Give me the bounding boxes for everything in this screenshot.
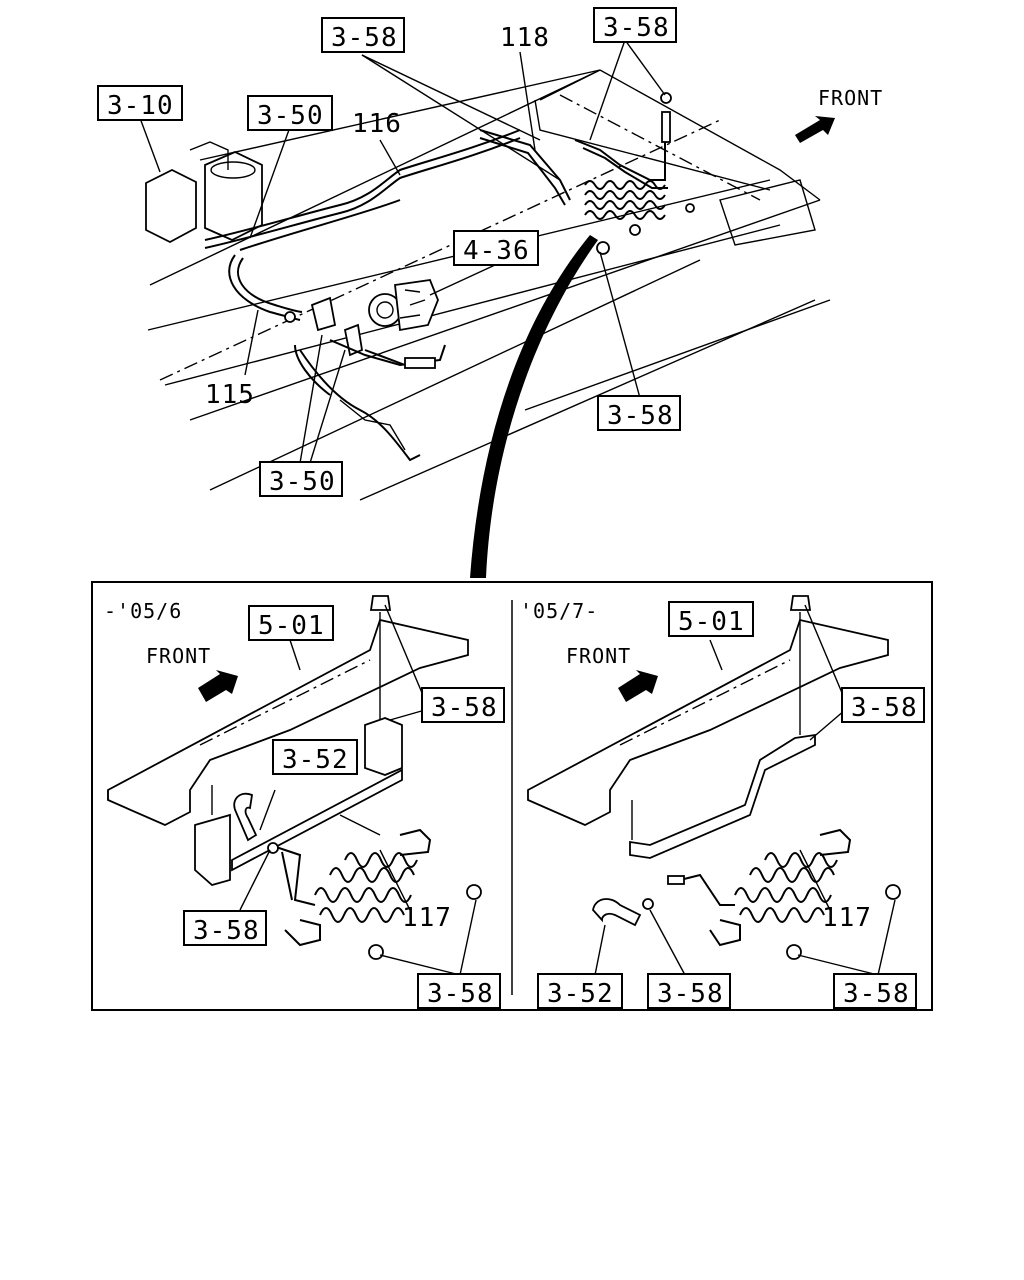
ref-box-left-3-52 [272,739,358,775]
right-date-range: '05/7- [520,599,598,623]
ref-3-58-top-left: 3-58 [331,23,398,53]
ref-box-right-5-01 [668,601,754,637]
ref-3-58-mid: 3-58 [607,401,674,431]
ref-box-right-3-58-c [833,973,917,1009]
left-ref-3-52: 3-52 [282,745,349,775]
left-ref-3-58-c: 3-58 [427,979,494,1009]
right-cooler-coil [734,852,838,923]
left-front-label: FRONT [146,644,211,668]
part-number-116: 116 [352,109,402,139]
left-cooler-coil [314,852,418,923]
left-ref-3-58-b: 3-58 [193,916,260,946]
ref-box-3-50-top [247,95,333,131]
left-detail-drawing [107,595,482,976]
right-ref-3-58-b: 3-58 [657,979,724,1009]
left-ref-5-01: 5-01 [258,611,325,641]
ref-box-3-58-top-right [593,7,677,43]
right-ref-3-52: 3-52 [547,979,614,1009]
right-detail-drawing [527,595,901,976]
right-front-label: FRONT [566,644,631,668]
ref-box-3-50-bottom [259,461,343,497]
right-ref-3-58-c: 3-58 [843,979,910,1009]
part-number-118: 118 [500,23,550,53]
right-part-number-117: 117 [822,903,872,933]
right-ref-5-01: 5-01 [678,607,745,637]
detail-frame [91,581,933,1011]
overview-drawing [139,39,835,578]
ref-box-right-3-52 [537,973,623,1009]
top-cooler-coil [584,180,666,220]
left-part-number-117: 117 [402,903,452,933]
ref-box-left-3-58-b [183,910,267,946]
ref-3-50-bottom: 3-50 [269,467,336,497]
left-date-range: -'05/6 [104,599,182,623]
ref-box-left-3-58-a [421,687,505,723]
ref-3-10: 3-10 [107,91,174,121]
ref-3-58-top-right: 3-58 [603,13,670,43]
front-label-top: FRONT [818,86,883,110]
ref-box-left-3-58-c [417,973,501,1009]
ref-box-right-3-58-a [841,687,925,723]
ref-box-3-58-mid [597,395,681,431]
ref-box-right-3-58-b [647,973,731,1009]
ref-box-3-58-top-left [321,17,405,53]
left-ref-3-58-a: 3-58 [431,693,498,723]
ref-box-4-36 [453,230,539,266]
part-number-115: 115 [205,380,255,410]
ref-4-36: 4-36 [463,236,530,266]
ref-box-left-5-01 [248,605,334,641]
ref-box-3-10 [97,85,183,121]
ref-3-50-top: 3-50 [257,101,324,131]
right-ref-3-58-a: 3-58 [851,693,918,723]
